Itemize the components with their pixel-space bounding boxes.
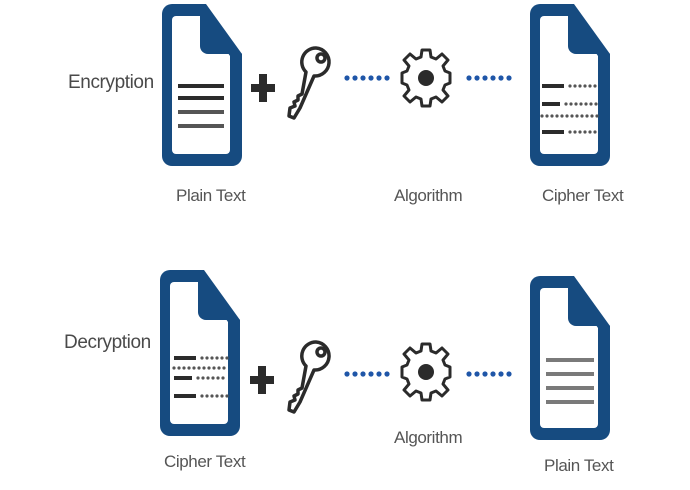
plus-icon — [251, 74, 275, 102]
decryption-middle-label: Algorithm — [394, 428, 463, 447]
plain-text-document-icon — [162, 4, 242, 166]
encryption-title: Encryption — [68, 72, 154, 93]
decryption-input-label: Cipher Text — [164, 452, 246, 471]
dotted-connector-icon — [344, 75, 390, 81]
decryption-output-label: Plain Text — [544, 456, 614, 475]
cipher-text-document-icon — [530, 4, 610, 166]
plain-text-document-icon — [530, 276, 610, 440]
gear-icon — [400, 48, 452, 108]
dotted-connector-icon — [344, 371, 390, 377]
encryption-output-label: Cipher Text — [542, 186, 624, 205]
key-icon — [287, 46, 331, 120]
dotted-connector-icon — [466, 371, 512, 377]
gear-icon — [400, 342, 452, 402]
dotted-connector-icon — [466, 75, 512, 81]
key-icon — [287, 340, 331, 414]
plus-icon — [250, 366, 274, 394]
encryption-input-label: Plain Text — [176, 186, 246, 205]
encryption-middle-label: Algorithm — [394, 186, 463, 205]
decryption-title: Decryption — [64, 332, 151, 353]
cipher-text-document-icon — [160, 270, 240, 436]
